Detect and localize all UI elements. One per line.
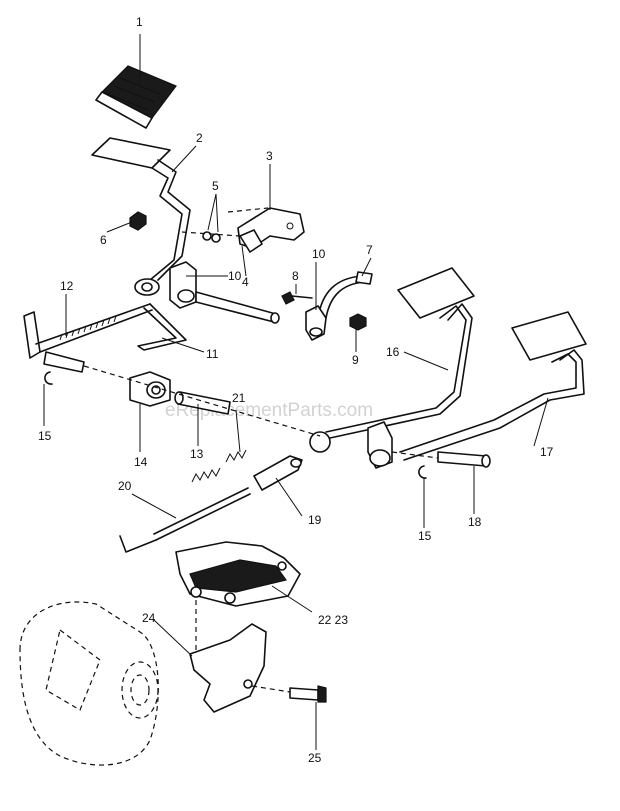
callout-21: 21 [232, 391, 246, 405]
callout-14: 14 [134, 455, 148, 469]
part-l-rod[interactable] [137, 303, 187, 351]
part-bracket[interactable] [227, 207, 305, 249]
callout-11: 11 [206, 347, 219, 361]
callout-1: 1 [136, 15, 143, 29]
callout-2: 2 [196, 131, 203, 145]
part-nut-9[interactable] [349, 313, 367, 331]
part-bolt-8[interactable] [281, 291, 313, 305]
callout-25: 25 [308, 751, 322, 765]
part-spring-clip[interactable] [317, 271, 373, 319]
part-springs[interactable] [191, 449, 247, 483]
callout-8: 8 [292, 269, 299, 283]
callout-9: 9 [352, 353, 359, 367]
assembly-line-3 [251, 685, 291, 693]
callout-4: 4 [242, 275, 249, 289]
callout-18: 18 [468, 515, 482, 529]
part-e-clip-right[interactable] [418, 465, 427, 479]
part-block[interactable] [129, 371, 171, 407]
callout-7: 7 [366, 243, 373, 257]
callout-10-left: 10 [228, 269, 242, 283]
part-brake-caliper[interactable] [175, 541, 301, 607]
part-long-rod[interactable] [119, 487, 251, 553]
part-spring-rod[interactable] [23, 303, 153, 373]
callout-24: 24 [142, 611, 156, 625]
part-mounting-plate[interactable] [189, 600, 267, 713]
callout-15-right: 15 [418, 529, 432, 543]
part-pin[interactable] [437, 451, 491, 468]
part-pedal-pad-cover[interactable] [95, 65, 177, 129]
callout-19: 19 [308, 513, 322, 527]
part-brake-pedal-left[interactable] [309, 267, 475, 453]
callout-3: 3 [266, 149, 273, 163]
part-washers[interactable] [181, 231, 241, 243]
part-clutch-pedal[interactable] [91, 137, 191, 296]
part-e-clip-left[interactable] [44, 371, 53, 385]
callout-10-right: 10 [312, 247, 326, 261]
part-brake-pedal-right[interactable] [367, 311, 587, 469]
assembly-line-2 [391, 451, 439, 459]
callout-13: 13 [190, 447, 204, 461]
callout-15-left: 15 [38, 429, 52, 443]
callout-5: 5 [212, 179, 219, 193]
part-nut[interactable] [129, 211, 147, 231]
callout-16: 16 [386, 345, 400, 359]
callout-22-23: 22 23 [318, 613, 348, 627]
part-yoke[interactable] [305, 305, 327, 341]
part-bracket-tab[interactable] [239, 229, 263, 253]
transaxle-housing [19, 601, 159, 766]
part-pivot-block[interactable] [169, 261, 280, 324]
callout-20: 20 [118, 479, 132, 493]
part-clevis[interactable] [253, 455, 303, 491]
leader-lines [43, 34, 549, 750]
part-bolt-25[interactable] [289, 685, 327, 703]
callout-6: 6 [100, 233, 107, 247]
callout-17: 17 [540, 445, 554, 459]
callout-12: 12 [60, 279, 74, 293]
